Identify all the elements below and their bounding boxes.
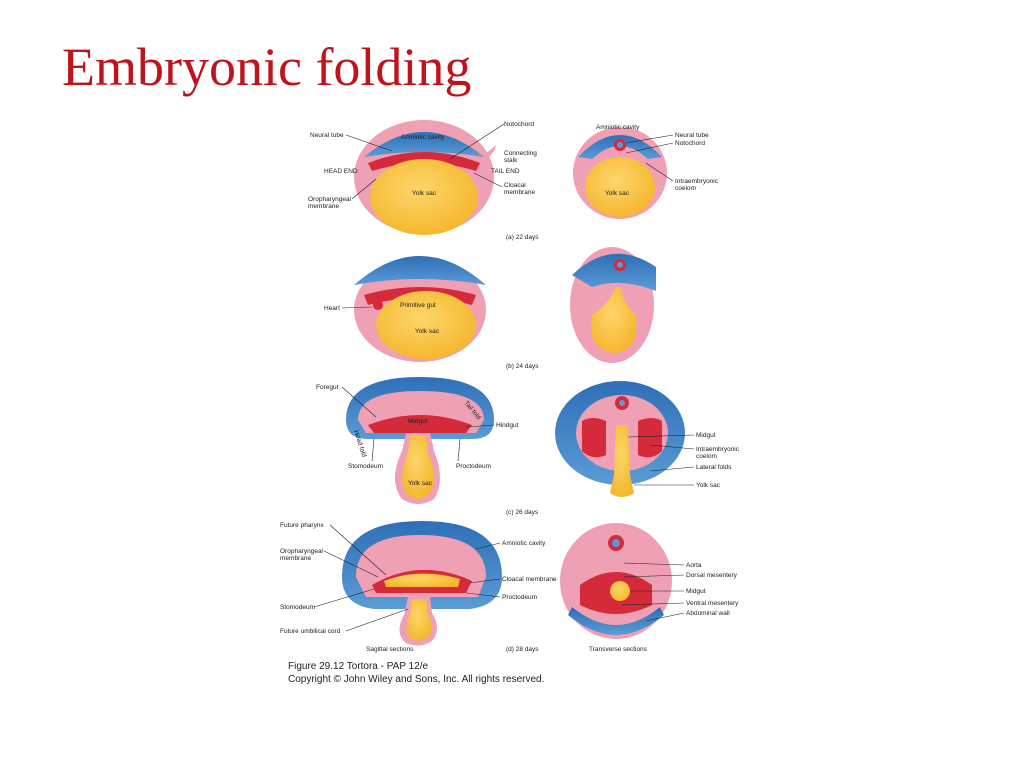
figure-caption: Figure 29.12 Tortora - PAP 12/e Copyrigh… [288, 660, 544, 686]
panel-c: Foregut Head fold Tail fold Midgut Hindg… [316, 377, 740, 516]
svg-text:stalk: stalk [504, 157, 518, 164]
svg-text:Yolk sac: Yolk sac [408, 480, 433, 487]
svg-text:(d) 28 days: (d) 28 days [506, 646, 539, 653]
svg-text:Foregut: Foregut [316, 384, 339, 391]
slide-title: Embryonic folding [62, 37, 472, 97]
panel-a-transverse-section [573, 127, 667, 219]
svg-text:Proctodeum: Proctodeum [502, 594, 537, 601]
svg-text:Amniotic cavity: Amniotic cavity [502, 540, 546, 547]
svg-text:(b) 24 days: (b) 24 days [506, 363, 539, 370]
svg-text:Dorsal mesentery: Dorsal mesentery [686, 572, 738, 579]
svg-text:Neural tube: Neural tube [675, 132, 709, 139]
svg-text:(a) 22 days: (a) 22 days [506, 234, 539, 241]
figure-caption-line-2: Copyright © John Wiley and Sons, Inc. Al… [288, 674, 545, 685]
figure-caption-line-1: Figure 29.12 Tortora - PAP 12/e [288, 661, 429, 672]
svg-text:Connecting: Connecting [504, 150, 537, 157]
svg-text:Stomodeum: Stomodeum [348, 463, 383, 470]
svg-text:coelom: coelom [696, 453, 717, 460]
svg-text:Aorta: Aorta [686, 562, 702, 569]
panel-a-sagittal-section [354, 120, 496, 235]
panel-b-sagittal-section [354, 256, 486, 362]
svg-text:HEAD END: HEAD END [324, 168, 358, 175]
panel-a: Neural tube HEAD END Oropharyngeal membr… [308, 120, 719, 241]
svg-text:coelom: coelom [675, 185, 696, 192]
svg-text:Proctodeum: Proctodeum [456, 463, 491, 470]
svg-text:membrane: membrane [280, 555, 311, 562]
svg-text:Midgut: Midgut [686, 588, 706, 595]
svg-text:Midgut: Midgut [408, 418, 428, 425]
svg-text:Yolk sac: Yolk sac [605, 190, 630, 197]
panel-d-sagittal-section [342, 521, 502, 646]
svg-text:Future pharynx: Future pharynx [280, 522, 324, 529]
svg-text:Primitive gut: Primitive gut [400, 302, 436, 309]
panel-a-labels: Neural tube HEAD END Oropharyngeal membr… [308, 121, 719, 241]
figure-drawing: Neural tube HEAD END Oropharyngeal membr… [280, 120, 740, 653]
panel-d-labels: Future pharynx Oropharyngeal membrane St… [280, 522, 739, 653]
svg-text:Heart: Heart [324, 305, 340, 312]
svg-text:Abdominal wall: Abdominal wall [686, 610, 730, 617]
svg-text:Intraembryonic: Intraembryonic [696, 446, 740, 453]
svg-text:Amniotic cavity: Amniotic cavity [401, 134, 445, 141]
svg-text:Yolk sac: Yolk sac [415, 328, 440, 335]
svg-text:Sagittal sections: Sagittal sections [366, 646, 414, 653]
svg-text:Neural tube: Neural tube [310, 132, 344, 139]
svg-text:Oropharyngeal: Oropharyngeal [308, 196, 352, 203]
svg-text:Transverse sections: Transverse sections [589, 646, 648, 653]
panel-c-labels: Foregut Head fold Tail fold Midgut Hindg… [316, 384, 740, 516]
svg-text:Lateral folds: Lateral folds [696, 464, 732, 471]
svg-text:Notochord: Notochord [504, 121, 534, 128]
panel-d: Future pharynx Oropharyngeal membrane St… [280, 521, 739, 653]
svg-text:Oropharyngeal: Oropharyngeal [280, 548, 324, 555]
svg-text:membrane: membrane [504, 189, 535, 196]
svg-text:Intraembryonic: Intraembryonic [675, 178, 719, 185]
svg-text:Yolk sac: Yolk sac [412, 190, 437, 197]
svg-text:Amniotic cavity: Amniotic cavity [596, 124, 640, 131]
svg-text:TAIL END: TAIL END [491, 168, 520, 175]
svg-text:Yolk sac: Yolk sac [696, 482, 721, 489]
panel-c-sagittal-section [346, 377, 494, 504]
svg-text:(c) 26 days: (c) 26 days [506, 509, 539, 516]
panel-b-labels: Heart Primitive gut Yolk sac (b) 24 days [324, 302, 539, 370]
svg-text:Notochord: Notochord [675, 140, 705, 147]
svg-text:membrane: membrane [308, 203, 339, 210]
panel-b: Heart Primitive gut Yolk sac (b) 24 days [324, 247, 656, 370]
svg-text:Stomodeum: Stomodeum [280, 604, 315, 611]
svg-text:Hindgut: Hindgut [496, 422, 519, 429]
svg-text:Cloacal membrane: Cloacal membrane [502, 576, 557, 583]
panel-b-transverse-section [570, 247, 656, 363]
svg-text:Ventral mesentery: Ventral mesentery [686, 600, 739, 607]
svg-text:Cloacal: Cloacal [504, 182, 526, 189]
svg-text:Future umbilical cord: Future umbilical cord [280, 628, 341, 635]
panel-c-transverse-section [555, 381, 685, 497]
svg-text:Midgut: Midgut [696, 432, 716, 439]
embryonic-folding-figure: Neural tube HEAD END Oropharyngeal membr… [280, 115, 780, 695]
panel-d-transverse-section [560, 523, 672, 639]
